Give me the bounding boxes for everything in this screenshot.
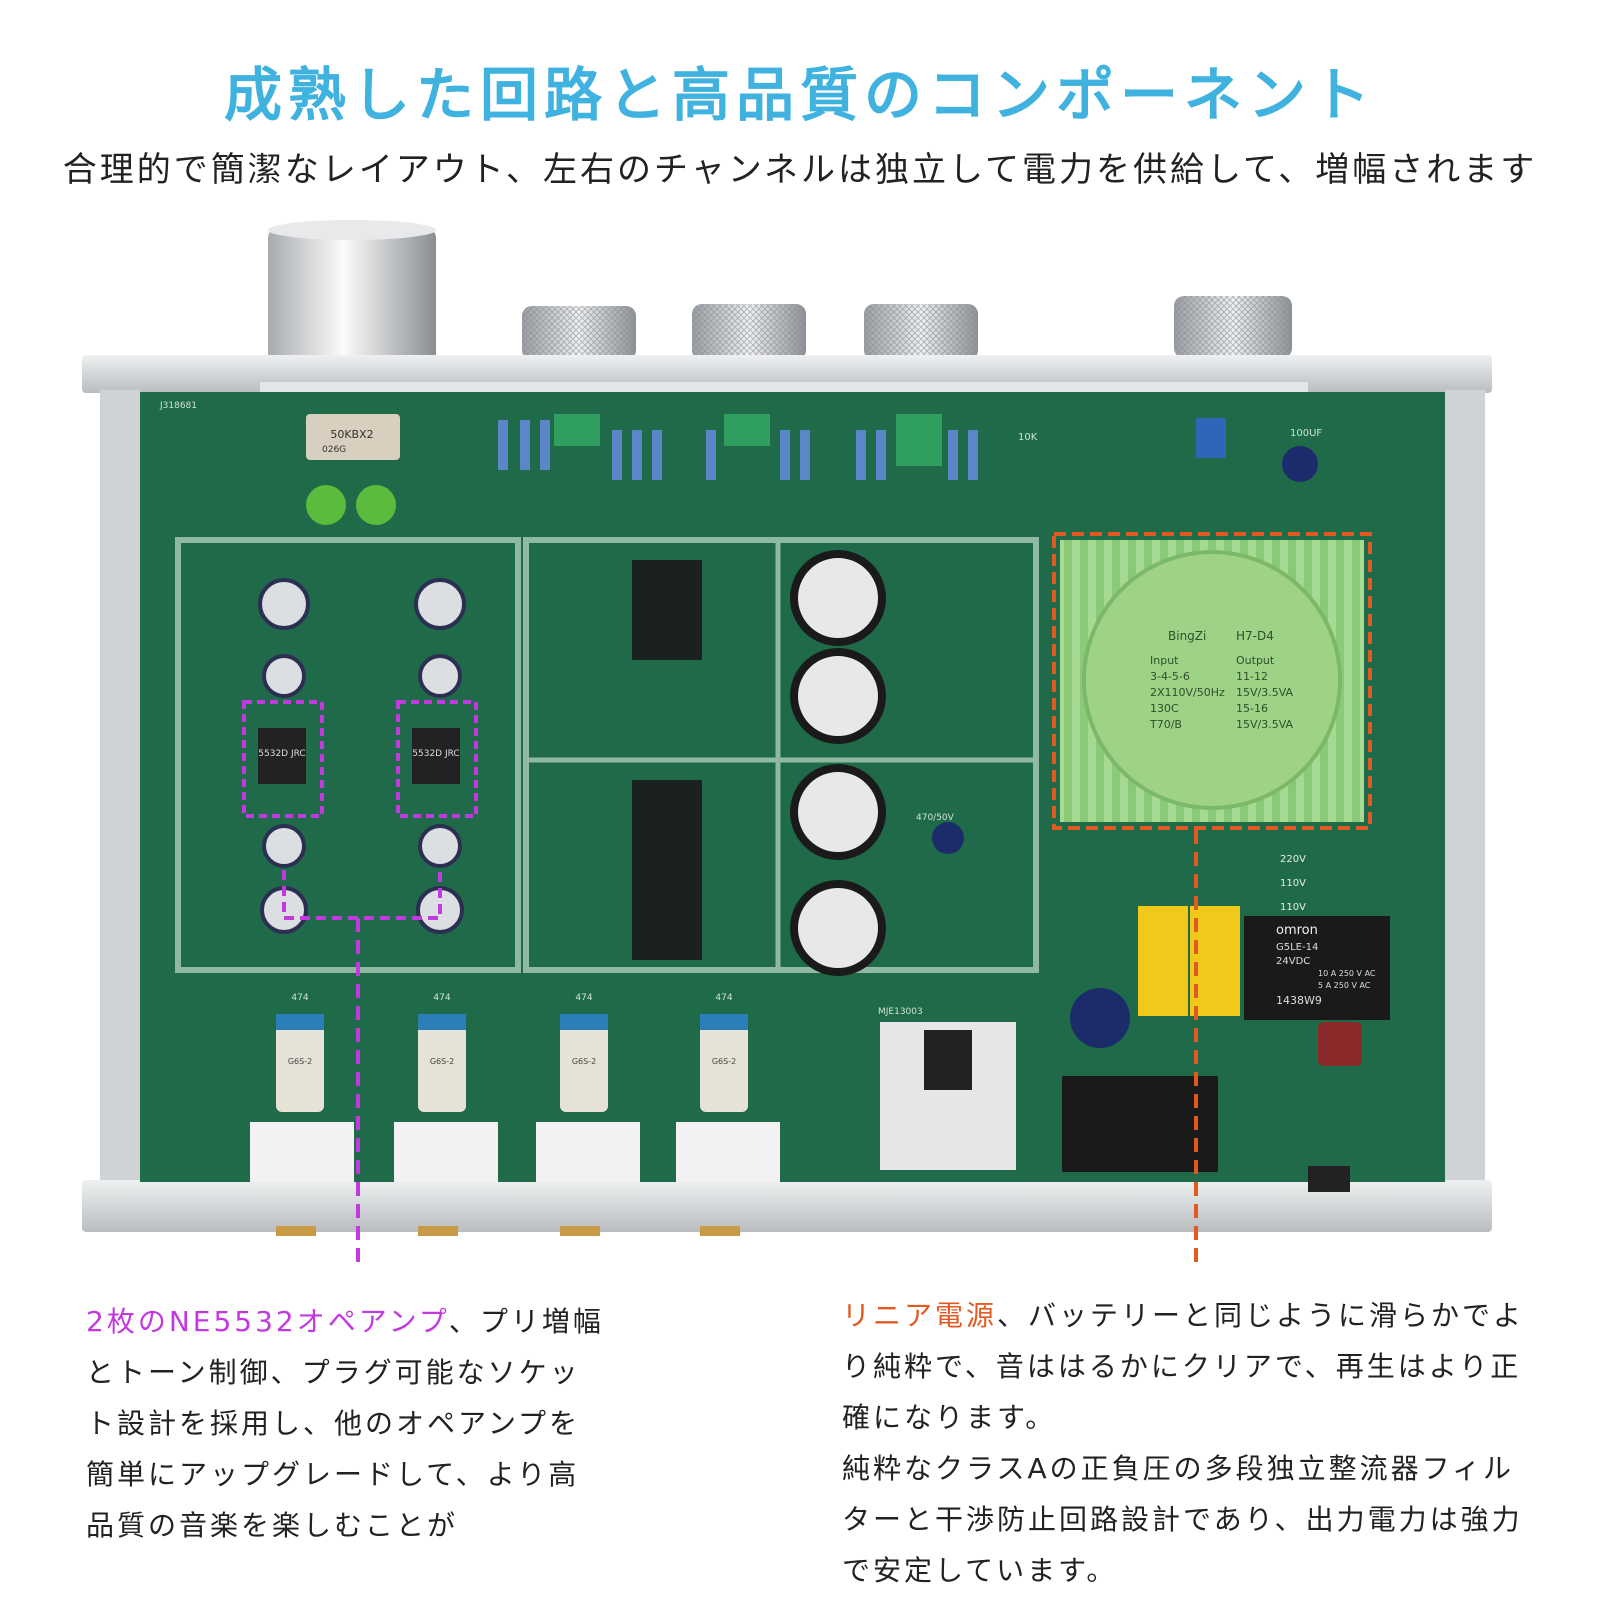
regulator-heatsink: MJE13003 <box>878 1007 1016 1170</box>
omron-relay: omron G5LE-14 24VDC 10 A 250 V AC 5 A 25… <box>1244 916 1390 1020</box>
opamp-leader-bracket <box>282 870 442 920</box>
svg-text:G5LE-14: G5LE-14 <box>1276 942 1318 953</box>
svg-text:G6S-2: G6S-2 <box>430 1057 454 1066</box>
tone-knob <box>522 306 636 360</box>
capacitor <box>306 485 346 525</box>
svg-text:15V/3.5VA: 15V/3.5VA <box>1236 718 1294 731</box>
voltage-110-label: 110V <box>1280 878 1306 889</box>
svg-text:3-4-5-6: 3-4-5-6 <box>1150 670 1190 683</box>
board-code: J318681 <box>159 401 197 411</box>
transformer-highlight <box>1052 532 1372 830</box>
power-description-highlight: リニア電源 <box>842 1299 998 1332</box>
selector-knob <box>1174 296 1292 358</box>
svg-text:G6S-2: G6S-2 <box>572 1057 596 1066</box>
volume-knob <box>268 220 436 388</box>
rca-gold-connectors <box>276 1226 740 1236</box>
svg-text:026G: 026G <box>322 445 346 455</box>
capacitor <box>1282 446 1318 482</box>
svg-text:T70/B: T70/B <box>1149 718 1182 731</box>
svg-text:BingZi: BingZi <box>1168 629 1206 643</box>
svg-text:omron: omron <box>1276 923 1318 938</box>
svg-text:Output: Output <box>1236 654 1275 667</box>
svg-text:15-16: 15-16 <box>1236 702 1268 715</box>
voltage-110-label-2: 110V <box>1280 902 1306 913</box>
rca-jacks <box>250 1122 780 1182</box>
svg-text:10 A 250 V AC: 10 A 250 V AC <box>1318 969 1376 978</box>
toroidal-transformer: BingZi H7-D4 Input 3-4-5-6 2X110V/50Hz 1… <box>1060 540 1364 822</box>
power-inlet <box>1062 1076 1218 1172</box>
electrolytic-capacitors <box>258 578 466 934</box>
x-capacitor <box>1138 906 1188 1016</box>
tone-knob <box>864 304 978 360</box>
svg-text:50KBX2: 50KBX2 <box>330 428 373 441</box>
subline: 合理的で簡潔なレイアウト、左右のチャンネルは独立して電力を供給して、増幅されます <box>62 150 1538 190</box>
capacitor <box>1070 988 1130 1048</box>
svg-text:5 A 250 V AC: 5 A 250 V AC <box>1318 981 1371 990</box>
potentiometer: 50KBX2 026G <box>306 414 400 460</box>
power-description-body2: 純粋なクラスAの正負圧の多段独立整流器フィルターと干渉防止回路設計であり、出力電… <box>842 1452 1523 1587</box>
svg-text:5532D JRC: 5532D JRC <box>412 749 459 759</box>
opamp-chip-right: 5532D JRC <box>412 728 460 784</box>
capacitor <box>356 485 396 525</box>
svg-text:474: 474 <box>575 993 592 1003</box>
svg-text:474: 474 <box>433 993 450 1003</box>
filter-capacitors <box>790 550 886 976</box>
svg-text:5532D JRC: 5532D JRC <box>258 749 305 759</box>
opamp-highlight-left <box>242 700 324 818</box>
resistor-row <box>498 420 978 480</box>
svg-text:1438W9: 1438W9 <box>1276 994 1322 1007</box>
trimmer <box>896 414 942 466</box>
power-description-body: 、バッテリーと同じように滑らかでより純粋で、音ははるかにクリアで、再生はより正確… <box>842 1299 1525 1434</box>
svg-text:H7-D4: H7-D4 <box>1236 629 1274 643</box>
headline: 成熟した回路と高品質のコンポーネント <box>223 61 1376 129</box>
opamp-chip-left: 5532D JRC <box>258 728 306 784</box>
opamp-description-body: 、プリ増幅とトーン制御、プラグ可能なソケット設計を採用し、他のオペアンプを簡単に… <box>86 1305 604 1542</box>
x-capacitor <box>1190 906 1240 1016</box>
voltage-220-label: 220V <box>1280 854 1306 865</box>
cap-label: 100UF <box>1290 428 1322 439</box>
opamp-description-highlight: 2枚のNE5532オペアンプ <box>86 1305 449 1338</box>
svg-text:11-12: 11-12 <box>1236 670 1268 683</box>
trimmer <box>554 414 600 446</box>
opamp-description: 2枚のNE5532オペアンプ、プリ増幅とトーン制御、プラグ可能なソケット設計を採… <box>86 1296 606 1551</box>
opamp-highlight-right <box>396 700 478 818</box>
svg-text:G6S-2: G6S-2 <box>712 1057 736 1066</box>
svg-text:G6S-2: G6S-2 <box>288 1057 312 1066</box>
trimmer <box>724 414 770 446</box>
capacitor <box>932 822 964 854</box>
heatsinks <box>632 560 702 960</box>
resistor-label: 10K <box>1018 432 1038 443</box>
svg-text:2X110V/50Hz: 2X110V/50Hz <box>1150 686 1225 699</box>
input-relays: 474 474 474 474 G6S-2 G6S-2 G6S-2 G6S-2 <box>276 993 748 1112</box>
tone-knob <box>692 304 806 360</box>
svg-text:Input: Input <box>1150 654 1179 667</box>
power-description: リニア電源、バッテリーと同じように滑らかでより純粋で、音ははるかにクリアで、再生… <box>842 1290 1532 1596</box>
svg-text:130C: 130C <box>1150 702 1179 715</box>
switch <box>1308 1166 1350 1192</box>
svg-text:474: 474 <box>715 993 732 1003</box>
trimmer-blue <box>1196 418 1226 458</box>
fuse <box>1318 1022 1362 1066</box>
svg-text:15V/3.5VA: 15V/3.5VA <box>1236 686 1294 699</box>
svg-text:24VDC: 24VDC <box>1276 956 1310 967</box>
cap-470-label: 470/50V <box>916 813 955 823</box>
svg-text:MJE13003: MJE13003 <box>878 1007 923 1017</box>
svg-text:474: 474 <box>291 993 308 1003</box>
